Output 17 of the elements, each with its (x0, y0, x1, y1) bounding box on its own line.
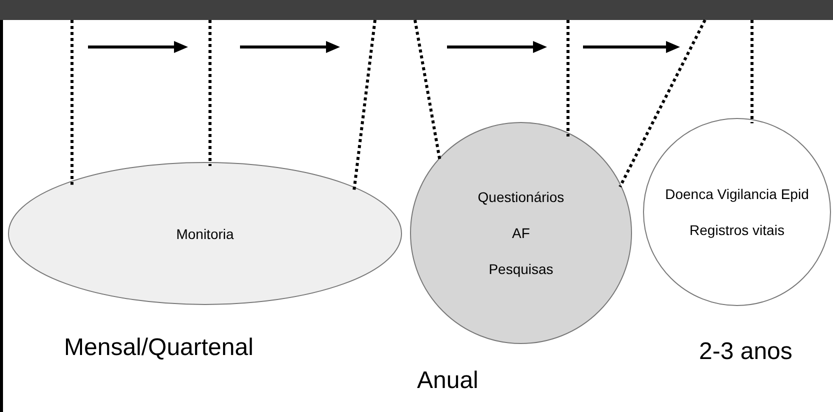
shape-label: Pesquisas (488, 260, 554, 278)
period-label: Anual (417, 367, 478, 395)
timeline-bar (0, 0, 833, 20)
shape-label: Questionários (478, 188, 564, 206)
dotted-line (566, 20, 570, 136)
period-label: Mensal/Quartenal (64, 334, 254, 362)
shape-label: Registros vitais (690, 221, 784, 239)
shape-label: Monitoria (176, 224, 234, 242)
dotted-line (618, 19, 706, 188)
dotted-line (414, 20, 442, 162)
dotted-line (208, 20, 212, 166)
dotted-line (70, 20, 74, 185)
dotted-line (750, 20, 754, 124)
dotted-line (352, 20, 376, 191)
period-label: 2-3 anos (699, 338, 792, 366)
shape-label: Doenca Vigilancia Epid (665, 185, 809, 203)
shape-label: AF (512, 224, 530, 242)
